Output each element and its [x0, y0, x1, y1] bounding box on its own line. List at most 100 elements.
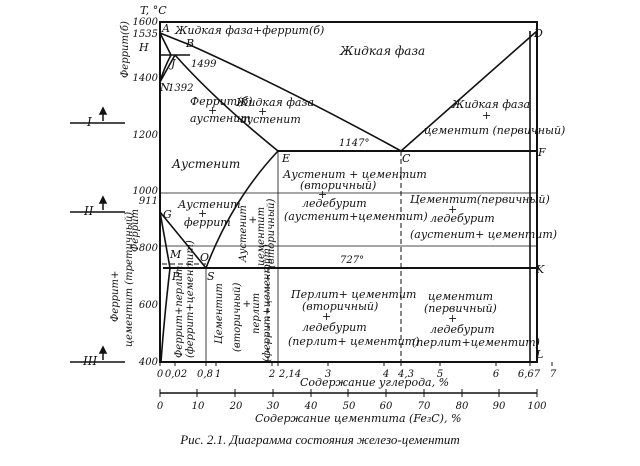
temp-727: 727°: [340, 255, 364, 266]
curve-gp: [159, 211, 171, 269]
point-J: J: [169, 57, 176, 70]
ferrite-pearlite-2: (феррит+цементит): [185, 240, 196, 358]
y-axis-title: T, °C: [140, 4, 167, 17]
x2-tick-20: 20: [229, 401, 243, 412]
x2-tick-100: 100: [527, 401, 547, 412]
cementite-v-4: перлит: [251, 293, 262, 334]
x-tick-7: 7: [550, 369, 557, 380]
marker-III: III: [82, 354, 97, 368]
cem-led-lower-5: (перлит+цементит): [412, 336, 540, 349]
point-G: G: [163, 208, 172, 221]
x-tick-3: 3: [325, 369, 331, 380]
label-ferrite: Феррит: [130, 209, 141, 252]
x-tick-6: 6: [493, 369, 500, 380]
x2-tick-70: 70: [418, 401, 431, 412]
cem-led-lower-1: цементит: [428, 290, 493, 303]
figure-caption: Рис. 2.1. Диаграмма состояния железо-цем…: [180, 432, 460, 447]
cem-led-lower-4: ледебурит: [430, 323, 495, 336]
ferrite-austenite-1: Феррит(б): [190, 95, 253, 108]
cementite-v-3: +: [242, 300, 253, 308]
region-austenite: Аустенит: [171, 157, 240, 171]
curve-ah: [159, 32, 172, 56]
cem-led-upper-1: Цементит(первичный): [410, 193, 550, 206]
x-tick-5: 5: [437, 369, 443, 380]
y-tick-400: 400: [138, 357, 159, 368]
x-tick-1: 1: [215, 369, 221, 380]
curve-pq: [160, 267, 171, 363]
liquid-austenite-2: +: [258, 105, 267, 118]
aust-cem-led-1: Аустенит + цементит: [282, 168, 427, 181]
curve-es: [205, 150, 279, 269]
liquid-cementite-1: Жидкая фаза: [451, 98, 530, 111]
pearlite-cem-led-4: ледебурит: [302, 321, 367, 334]
y-tick-600: 600: [139, 300, 159, 311]
x2-tick-60: 60: [380, 401, 393, 412]
pearlite-cem-led-2: (вторичный): [302, 300, 378, 313]
x-tick-6-67: 6,67: [518, 369, 541, 380]
x2-tick-0: 0: [157, 401, 164, 412]
temp-1499: 1499: [191, 59, 217, 70]
aust-cem-v-1: Аустенит: [238, 205, 249, 263]
label-cementite-tertiary: цементит (третичный): [124, 212, 135, 347]
solidus-je: [174, 54, 279, 152]
aust-cem-v-2: +: [248, 216, 259, 224]
ferrite-austenite-2: +: [208, 104, 217, 117]
x-tick-0-02: 0,02: [165, 369, 187, 380]
point-O: O: [200, 251, 209, 264]
aust-cem-led-5: (аустенит+цементит): [284, 210, 428, 223]
x2-tick-80: 80: [456, 401, 469, 412]
x-tick-2-14: 2,14: [278, 369, 301, 380]
point-A: A: [161, 22, 170, 35]
cem-led-upper-4: (аустенит+ цементит): [410, 228, 557, 241]
liquid-cementite-3: цементит (первичный): [424, 124, 565, 137]
point-P: P: [171, 270, 180, 283]
liquid-austenite-3: аустенит: [240, 113, 301, 126]
point-L: L: [535, 348, 543, 361]
point-K: K: [535, 263, 545, 276]
diagram-frame: [159, 21, 538, 363]
cem-led-lower-2: (первичный): [424, 302, 497, 315]
curve-jn: [159, 54, 176, 83]
region-liquid: Жидкая фаза: [339, 44, 425, 58]
liquid-cementite-2: +: [482, 109, 491, 122]
x2-tick-90: 90: [493, 401, 506, 412]
temp-1392: 1392: [168, 83, 193, 94]
label-ferrite-delta: Феррит(б): [120, 21, 131, 78]
curve-gs: [159, 211, 207, 269]
austenite-ferrite-2: +: [198, 207, 207, 220]
x-tick-0-8: 0,8: [197, 369, 213, 380]
x-tick-2: 2: [268, 369, 275, 380]
cem-led-upper-2: +: [448, 203, 457, 216]
point-B: B: [185, 37, 194, 50]
austenite-ferrite-1: Аустенит: [177, 198, 241, 211]
y-tick-911: 911: [139, 196, 158, 207]
cem-led-lower-3: +: [448, 312, 457, 325]
x2-tick-40: 40: [304, 401, 318, 412]
aust-cem-led-4: ледебурит: [302, 197, 367, 210]
point-C: C: [402, 152, 411, 165]
point-H: H: [138, 41, 149, 54]
x2-axis-title: Содержание цементита (Fe₃C), %: [255, 412, 461, 425]
cementite-v-2: (вторичный): [232, 283, 243, 352]
label-ferrite-plus: Феррит+: [110, 271, 121, 322]
x2-tick-50: 50: [343, 401, 356, 412]
y-tick-1200: 1200: [133, 130, 159, 141]
point-S: S: [207, 270, 215, 283]
liquidus-abc: [159, 32, 402, 152]
x-tick-4-3: 4,3: [397, 369, 414, 380]
y-tick-1535: 1535: [133, 29, 158, 40]
x-axis-title: Содержание углерода, %: [300, 376, 449, 389]
aust-cem-led-2: (вторичный): [300, 179, 376, 192]
cementite-v-5: (феррит+цементит): [262, 244, 273, 362]
austenite-ferrite-3: феррит: [184, 216, 231, 229]
point-E: E: [281, 152, 290, 165]
ferrite-pearlite-1: Феррит+перлит: [174, 266, 185, 358]
y-tick-1600: 1600: [133, 17, 159, 28]
aust-cem-led-3: +: [318, 188, 327, 201]
marker-I: I: [86, 115, 92, 129]
x2-tick-30: 30: [267, 401, 280, 412]
x2-tick-10: 10: [192, 401, 205, 412]
ferrite-austenite-3: аустенит: [190, 112, 251, 125]
aust-cem-v-4: (вторичный): [266, 199, 277, 268]
